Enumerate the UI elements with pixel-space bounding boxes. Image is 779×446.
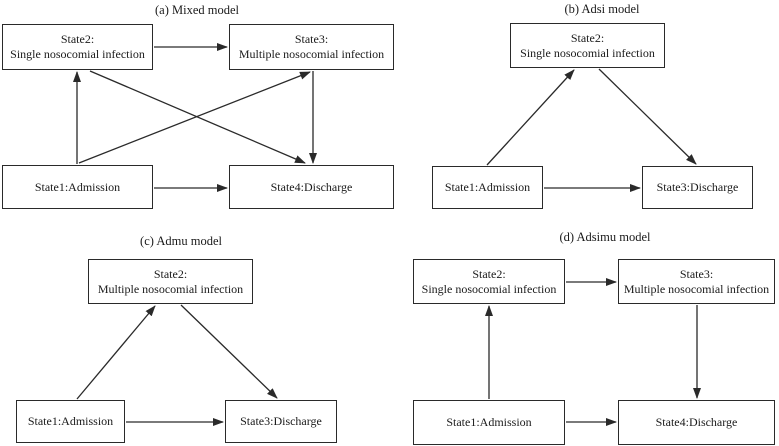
b-state3-box: State3:Discharge [642, 166, 753, 209]
b-state2-label-line2: Single nosocomial infection [520, 45, 655, 60]
panel-d-title: (d) Adsimu model [559, 230, 651, 244]
d-state3-label-line2: Multiple nosocomial infection [623, 281, 770, 296]
b-state2-label-line1: State2: [570, 30, 605, 45]
a-state3-label-line1: State3: [294, 32, 329, 46]
a-state2-label-line2: Single nosocomial infection [10, 47, 145, 61]
c-state2-label-line2: Multiple nosocomial infection [97, 281, 244, 296]
c-state1-label: State1:Admission [27, 414, 114, 428]
c-state2-label-line1: State2: [153, 266, 188, 281]
b-state1-label: State1:Admission [444, 180, 531, 194]
a-state2-label-line1: State2: [60, 32, 95, 46]
d-state1-label: State1:Admission [446, 415, 532, 429]
d-state4-box: State4:Discharge [618, 400, 775, 445]
d-state2-label-line1: State2: [472, 266, 506, 281]
a-state4-label: State4:Discharge [270, 179, 353, 194]
b-arrow-state2-to-state3 [598, 68, 697, 165]
b-state1-box: State1:Admission [432, 166, 543, 209]
d-state4-label: State4:Discharge [655, 415, 738, 429]
a-state1-label: State1:Admission [34, 179, 121, 194]
d-state3-label-line1: State3: [679, 266, 714, 281]
d-state1-box: State1:Admission [413, 400, 565, 445]
a-state1-box: State1:Admission [2, 165, 153, 209]
a-state3-label-line2: Multiple nosocomial infection [238, 47, 385, 61]
b-arrow-state1-to-state2 [486, 69, 575, 166]
a-arrow-state2-to-state4 [89, 70, 306, 164]
b-state2-box: State2: Single nosocomial infection [510, 23, 665, 68]
b-state3-label: State3:Discharge [656, 180, 739, 194]
c-state2-box: State2: Multiple nosocomial infection [88, 259, 253, 304]
a-state4-box: State4:Discharge [229, 165, 394, 209]
a-arrow-state1-to-state3 [78, 71, 311, 164]
panel-a-title: (a) Mixed model [154, 3, 239, 17]
c-arrow-state1-to-state2 [76, 305, 156, 400]
d-state2-label-line2: Single nosocomial infection [421, 281, 557, 296]
a-state2-box: State2: Single nosocomial infection [2, 24, 153, 70]
panel-c-title: (c) Admu model [140, 234, 222, 248]
c-state3-label: State3:Discharge [240, 414, 322, 428]
c-state1-box: State1:Admission [16, 400, 125, 443]
d-state3-box: State3: Multiple nosocomial infection [618, 259, 775, 304]
a-state3-box: State3: Multiple nosocomial infection [229, 24, 394, 70]
c-state3-box: State3:Discharge [225, 400, 337, 443]
c-arrow-state2-to-state3 [180, 304, 278, 399]
d-state2-box: State2: Single nosocomial infection [413, 259, 565, 304]
panel-b-title: (b) Adsi model [564, 2, 640, 16]
